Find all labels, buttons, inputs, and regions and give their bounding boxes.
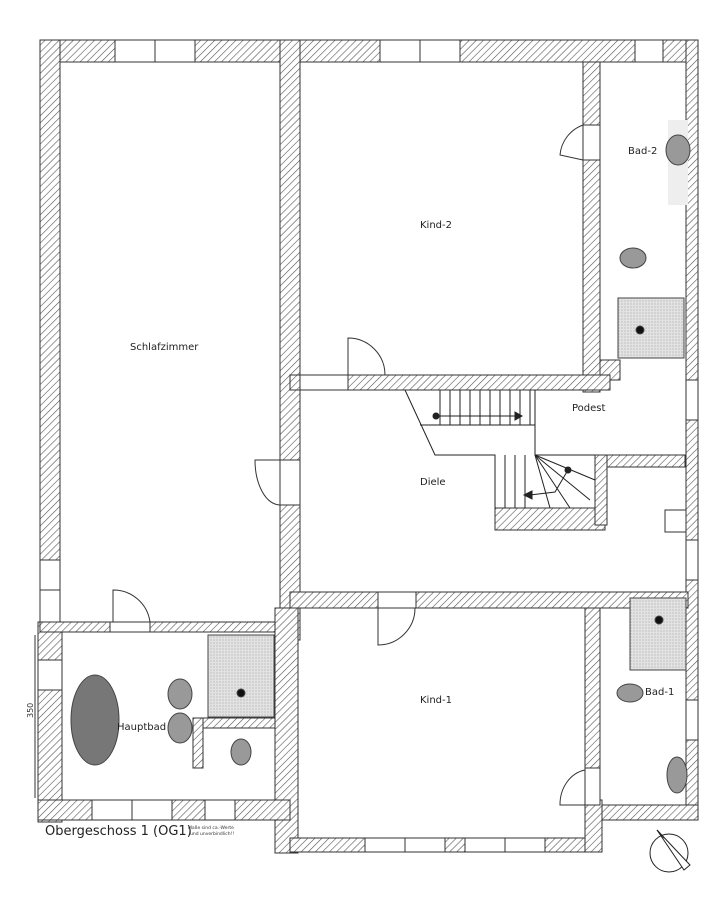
room-labels: Schlafzimmer Kind-2 Bad-2 Podest Diele K… [117,146,674,733]
sink-icon [666,756,688,794]
north-arrow-icon [649,829,691,873]
room-label-diele: Diele [420,477,446,488]
shower-hauptbad [207,634,275,718]
room-label-kind1: Kind-1 [420,695,452,706]
room-label-hauptbad: Hauptbad [117,722,166,733]
sink-icon [167,712,193,744]
walls [37,39,699,854]
room-label-podest: Podest [572,403,606,414]
plan-title: Obergeschoss 1 (OG1) [45,824,192,839]
sink-icon [167,678,193,710]
room-label-kind2: Kind-2 [420,220,452,231]
room-label-bad2: Bad-2 [628,146,657,157]
windows [37,39,699,853]
toilet-icon [616,683,644,703]
shower-bad1 [629,597,687,671]
disclaimer-line2: und unverbindlich!! [190,831,234,837]
dimension-label: 350 [26,703,35,718]
bathtub-icon [70,674,120,766]
shower-bad2 [617,297,685,359]
room-label-schlafzimmer: Schlafzimmer [130,342,199,353]
disclaimer-line1: Maße sind ca.-Werte [188,825,234,831]
toilet-icon [619,247,647,269]
fixtures [70,120,691,794]
sink-icon [665,134,691,166]
toilet-icon [230,738,252,766]
room-label-bad1: Bad-1 [645,687,674,698]
staircase [404,389,596,509]
doors [109,124,687,806]
